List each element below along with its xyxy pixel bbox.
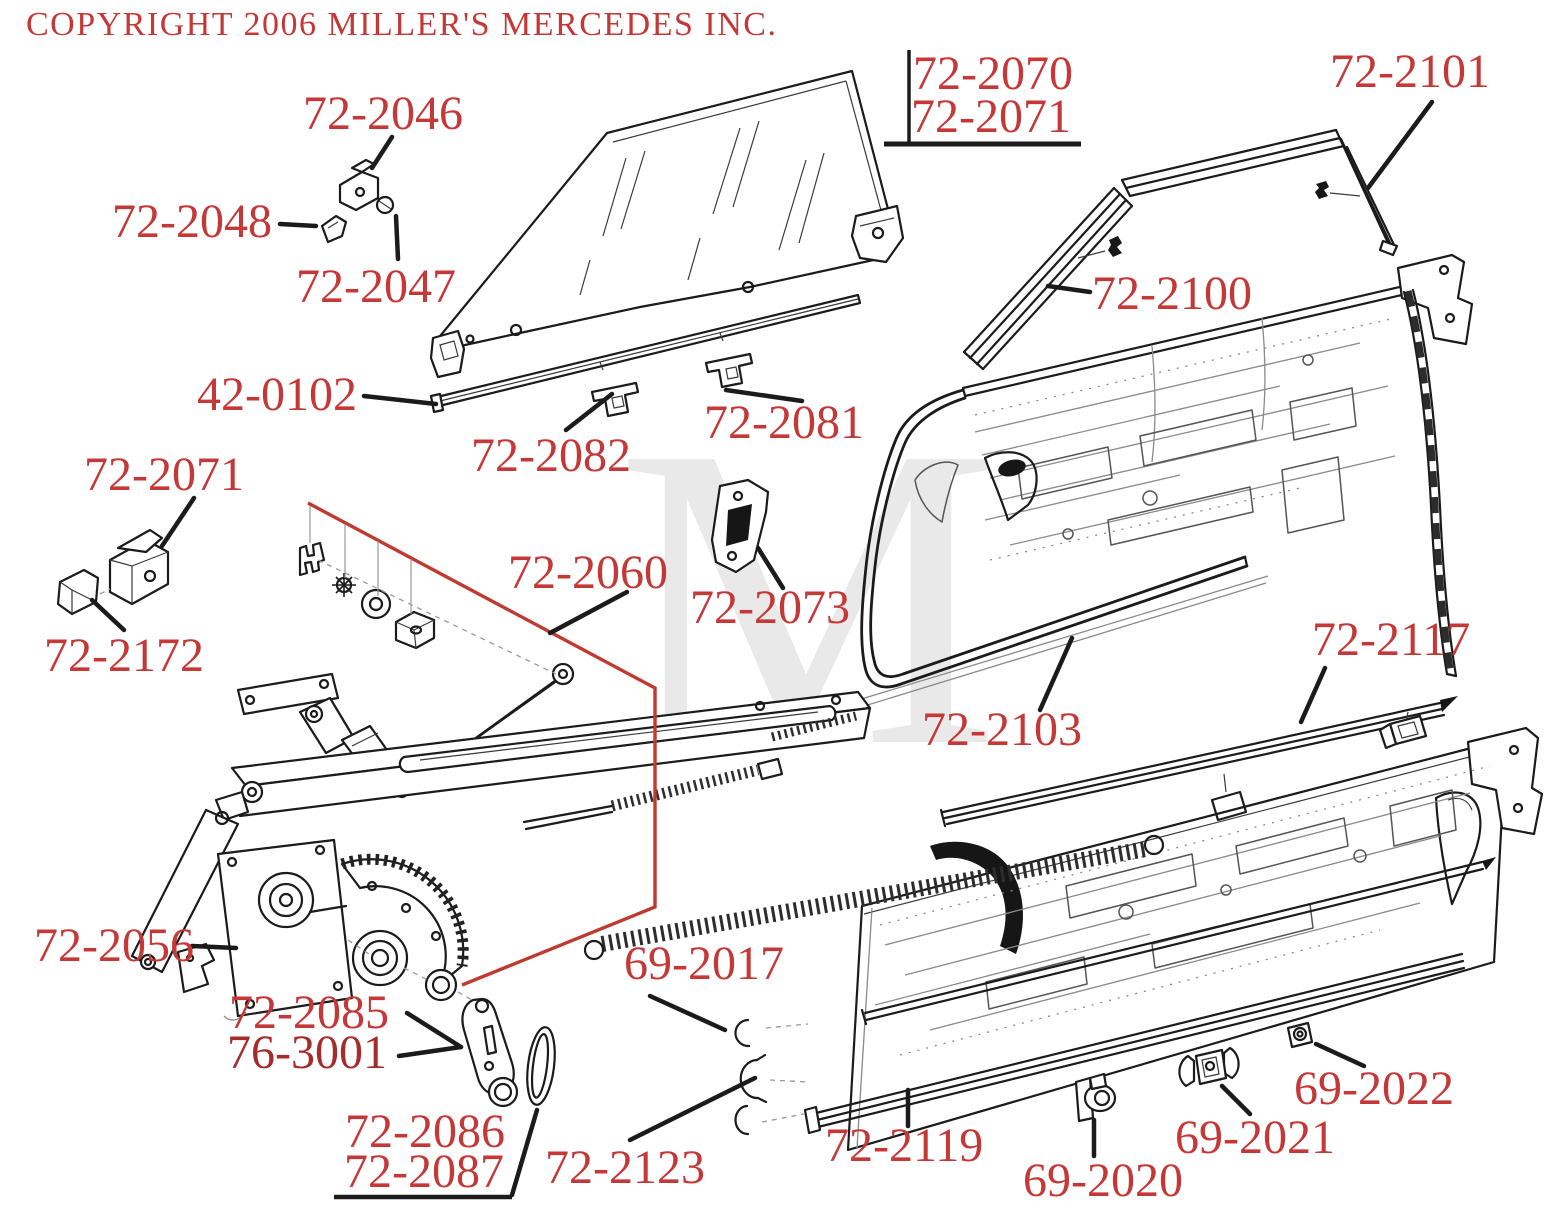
glass-channel-clips [590,352,754,418]
part-label-72-2048: 72-2048 [112,195,272,248]
clip [320,214,348,244]
part-label-72-2082: 72-2082 [471,429,631,482]
window-frame-trim [962,128,1399,371]
trim-clip [1315,181,1329,199]
part-label-69-2022: 69-2022 [1294,1062,1454,1115]
regulator-small-parts [298,541,436,650]
glass-mount-hardware [320,158,395,244]
lower-door-panel [803,696,1544,1152]
door-glass [429,69,905,379]
copyright-text: COPYRIGHT 2006 MILLER'S MERCEDES INC. [26,6,778,43]
glass-guide [710,478,770,574]
glass-right-clip [850,204,905,264]
regulator-group-outline [307,501,657,987]
part-label-72-2101: 72-2101 [1330,45,1490,98]
part-label-72-2071-left: 72-2071 [84,448,244,501]
glass-left-clip [429,329,466,379]
part-label-72-2103: 72-2103 [922,703,1082,756]
part-label-72-2117: 72-2117 [1312,613,1471,666]
stop-blocks [56,528,170,616]
part-label-69-2017: 69-2017 [624,937,784,990]
part-label-72-2070: 72-2070 [913,47,1073,100]
door-pull-spout [983,451,1038,522]
trim-clip [1108,236,1122,257]
lift-rail [429,293,862,414]
part-label-76-3001: 76-3001 [227,1026,387,1079]
pillar-seal-piece [1434,791,1482,906]
label-rules [334,50,1081,1200]
part-label-42-0102: 42-0102 [197,368,357,421]
part-label-72-2172: 72-2172 [44,629,204,682]
part-label-72-2071-top: 72-2071 [911,90,1071,143]
moulding-clips-center [734,1018,809,1136]
leader-lines [89,99,1435,1198]
part-label-69-2020: 69-2020 [1023,1154,1183,1207]
part-label-72-2047: 72-2047 [296,260,456,313]
part-label-72-2087: 72-2087 [344,1145,504,1198]
window-crank [461,997,519,1108]
part-label-72-2085: 72-2085 [229,986,389,1039]
window-regulator [130,541,1165,1108]
part-label-72-2081: 72-2081 [704,396,864,449]
part-label-69-2021: 69-2021 [1175,1111,1335,1164]
stop-block [338,170,380,212]
part-label-72-2046: 72-2046 [303,87,463,140]
part-label-72-2073: 72-2073 [690,581,850,634]
part-label-72-2086: 72-2086 [345,1105,505,1158]
part-label-72-2056: 72-2056 [34,919,194,972]
door-frame [857,253,1474,708]
part-label-72-2100: 72-2100 [1092,267,1252,320]
part-label-72-2060: 72-2060 [508,546,668,599]
part-label-72-2119: 72-2119 [825,1119,984,1172]
vent-corner-trim [930,841,1023,954]
part-label-72-2123: 72-2123 [545,1141,705,1194]
moulding-clips-right [1074,1021,1314,1123]
hinge-bracket [1466,726,1544,836]
